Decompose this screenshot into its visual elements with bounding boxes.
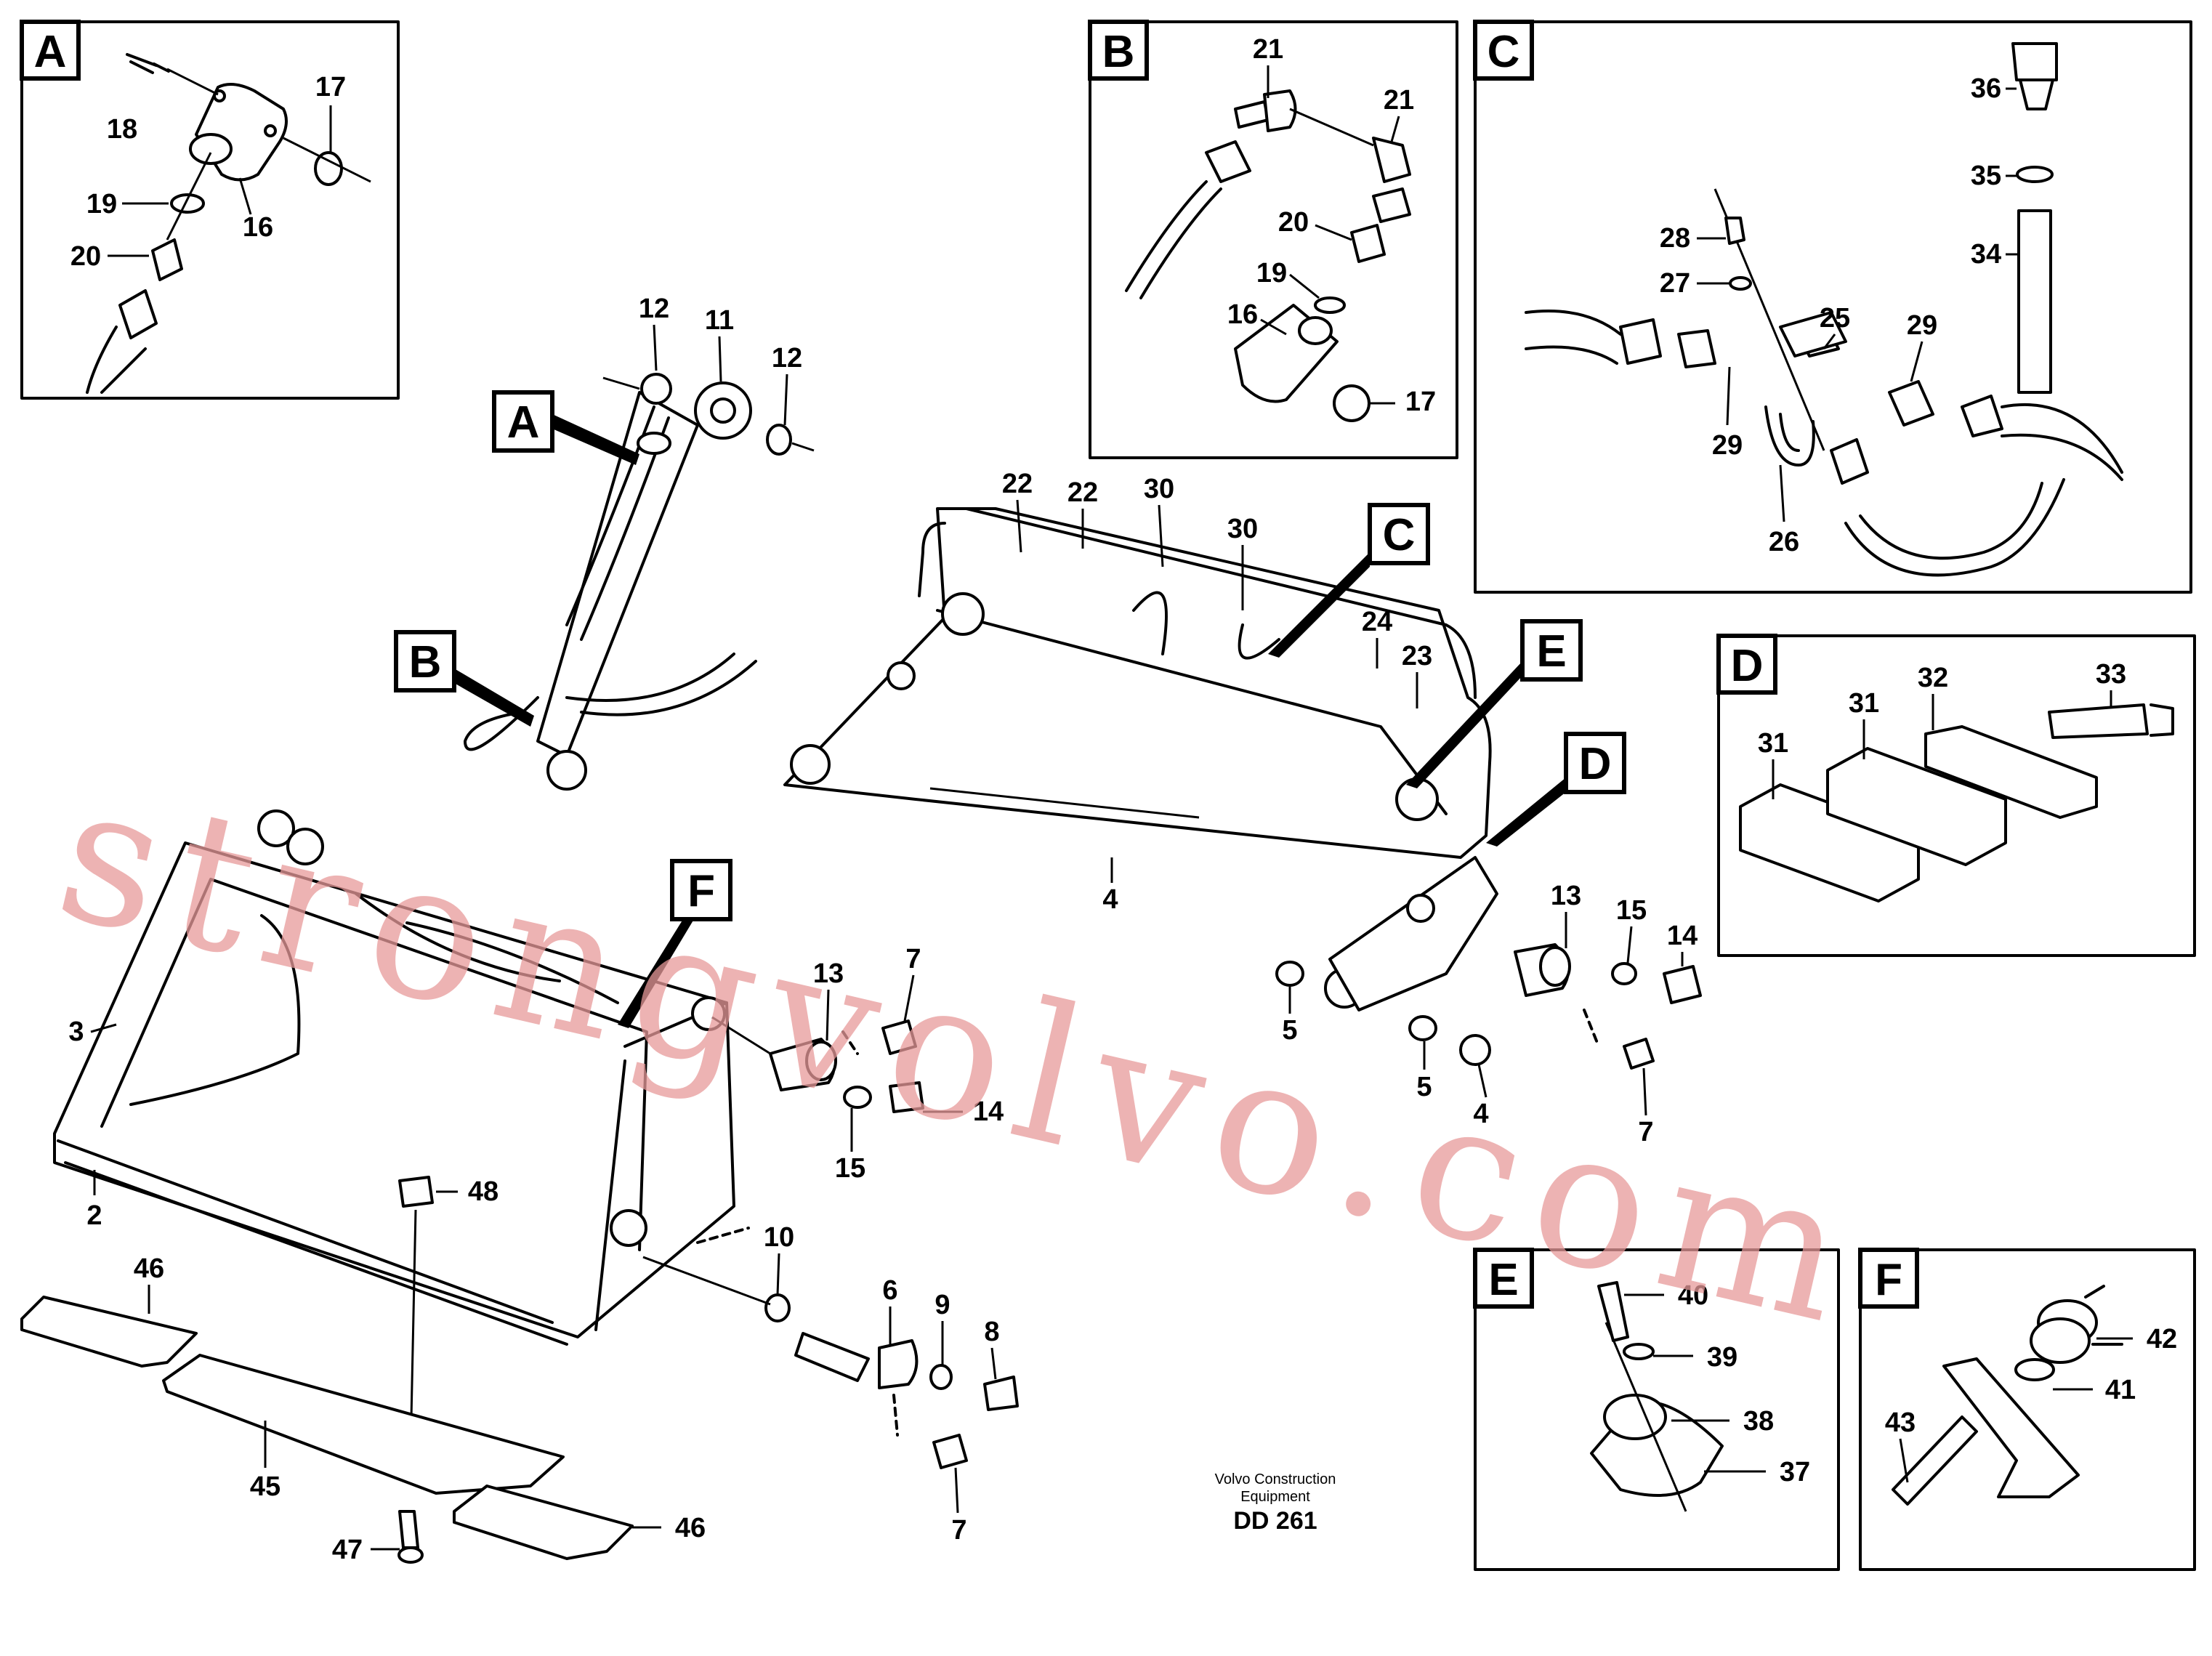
detail-a-tag: A — [34, 27, 67, 77]
detail-box-d: D 31 31 32 33 — [1716, 634, 2196, 957]
part-7b: 7 — [951, 1515, 966, 1546]
part-20b: 20 — [1278, 207, 1309, 238]
part-4b: 4 — [1473, 1099, 1488, 1129]
part-30b: 30 — [1227, 514, 1258, 544]
part-42: 42 — [2147, 1324, 2177, 1354]
part-15a: 15 — [835, 1153, 865, 1184]
part-9: 9 — [935, 1290, 950, 1320]
part-34: 34 — [1971, 239, 2001, 270]
part-45: 45 — [250, 1471, 280, 1502]
callout-d-tag: D — [1579, 739, 1612, 789]
callout-b-tag: B — [409, 637, 442, 687]
detail-box-f: F 42 41 43 — [1858, 1248, 2196, 1571]
detail-b-tag: B — [1102, 27, 1135, 77]
part-22a: 22 — [1002, 469, 1033, 499]
part-16a: 16 — [243, 212, 273, 243]
part-13a: 13 — [813, 958, 844, 989]
part-40: 40 — [1678, 1280, 1708, 1311]
part-20a: 20 — [70, 241, 101, 272]
carrier-frame: 22 22 30 30 24 23 4 5 5 4 13 15 14 7 — [783, 469, 1702, 1147]
part-6: 6 — [882, 1275, 897, 1306]
part-14a: 14 — [973, 1096, 1004, 1127]
callout-a-tag: A — [507, 397, 540, 448]
cutting-edges: 46 45 46 47 — [20, 1253, 706, 1565]
part-27: 27 — [1660, 268, 1690, 299]
part-39: 39 — [1707, 1342, 1737, 1373]
detail-e-tag: E — [1488, 1255, 1518, 1305]
part-17b: 17 — [1405, 387, 1436, 417]
part-43: 43 — [1885, 1407, 1916, 1438]
callout-f-tag: F — [687, 866, 715, 916]
part-30a: 30 — [1144, 474, 1174, 504]
part-19b: 19 — [1256, 258, 1287, 288]
part-46b: 46 — [675, 1513, 706, 1543]
part-24: 24 — [1362, 607, 1392, 637]
lift-cylinder: 12 11 12 A B — [394, 294, 815, 791]
detail-box-e: E 40 39 38 37 — [1473, 1248, 1840, 1571]
part-36: 36 — [1971, 73, 2001, 104]
detail-f-tag: F — [1875, 1255, 1902, 1305]
part-31b: 31 — [1849, 688, 1879, 719]
part-3: 3 — [68, 1017, 84, 1047]
part-21a: 21 — [1253, 34, 1283, 65]
part-22b: 22 — [1067, 477, 1098, 508]
detail-box-c: C 36 35 34 28 27 25 29 29 — [1473, 20, 2192, 594]
part-41: 41 — [2105, 1375, 2136, 1405]
part-23: 23 — [1402, 641, 1432, 671]
part-25: 25 — [1820, 303, 1850, 334]
part-46a: 46 — [134, 1253, 164, 1284]
part-12b: 12 — [772, 343, 802, 373]
footer-division: Equipment — [1240, 1489, 1310, 1505]
part-29b: 29 — [1712, 430, 1743, 461]
part-5b: 5 — [1416, 1072, 1432, 1102]
part-38: 38 — [1743, 1406, 1774, 1437]
part-48: 48 — [468, 1176, 498, 1207]
part-19a: 19 — [86, 189, 117, 219]
part-11: 11 — [705, 305, 734, 336]
footer-company: Volvo Construction — [1215, 1471, 1336, 1487]
part-28: 28 — [1660, 223, 1690, 254]
part-15b: 15 — [1616, 895, 1647, 926]
part-37: 37 — [1780, 1457, 1810, 1487]
part-8: 8 — [984, 1317, 999, 1347]
publisher-footer: Volvo Construction Equipment DD 261 — [1215, 1471, 1336, 1535]
part-18: 18 — [107, 114, 137, 145]
part-12a: 12 — [639, 294, 669, 324]
detail-box-a: A 17 18 19 20 16 — [20, 20, 400, 400]
detail-box-b: B 21 21 20 19 16 17 — [1088, 20, 1458, 459]
part-13b: 13 — [1551, 881, 1581, 911]
part-7a: 7 — [905, 944, 921, 974]
part-16b: 16 — [1227, 299, 1258, 330]
part-33: 33 — [2096, 659, 2126, 690]
part-17a: 17 — [315, 72, 346, 102]
detail-c-tag: C — [1488, 27, 1520, 77]
part-10: 10 — [764, 1222, 794, 1253]
callout-c-tag: C — [1383, 510, 1416, 560]
bucket: 3 2 48 13 7 14 15 10 6 — [53, 809, 1019, 1546]
detail-d-tag: D — [1731, 641, 1764, 691]
part-32: 32 — [1918, 663, 1948, 693]
part-29a: 29 — [1907, 310, 1937, 341]
callout-e-tag: E — [1536, 626, 1566, 676]
diagram-code: DD 261 — [1233, 1507, 1317, 1535]
part-4: 4 — [1102, 884, 1118, 915]
part-5a: 5 — [1282, 1015, 1297, 1046]
part-14b: 14 — [1667, 921, 1698, 951]
part-2: 2 — [86, 1200, 102, 1231]
part-26: 26 — [1769, 527, 1799, 557]
part-47: 47 — [332, 1535, 363, 1565]
part-7c: 7 — [1638, 1117, 1653, 1147]
part-31a: 31 — [1758, 728, 1788, 759]
part-21b: 21 — [1384, 85, 1414, 116]
part-35: 35 — [1971, 161, 2001, 191]
